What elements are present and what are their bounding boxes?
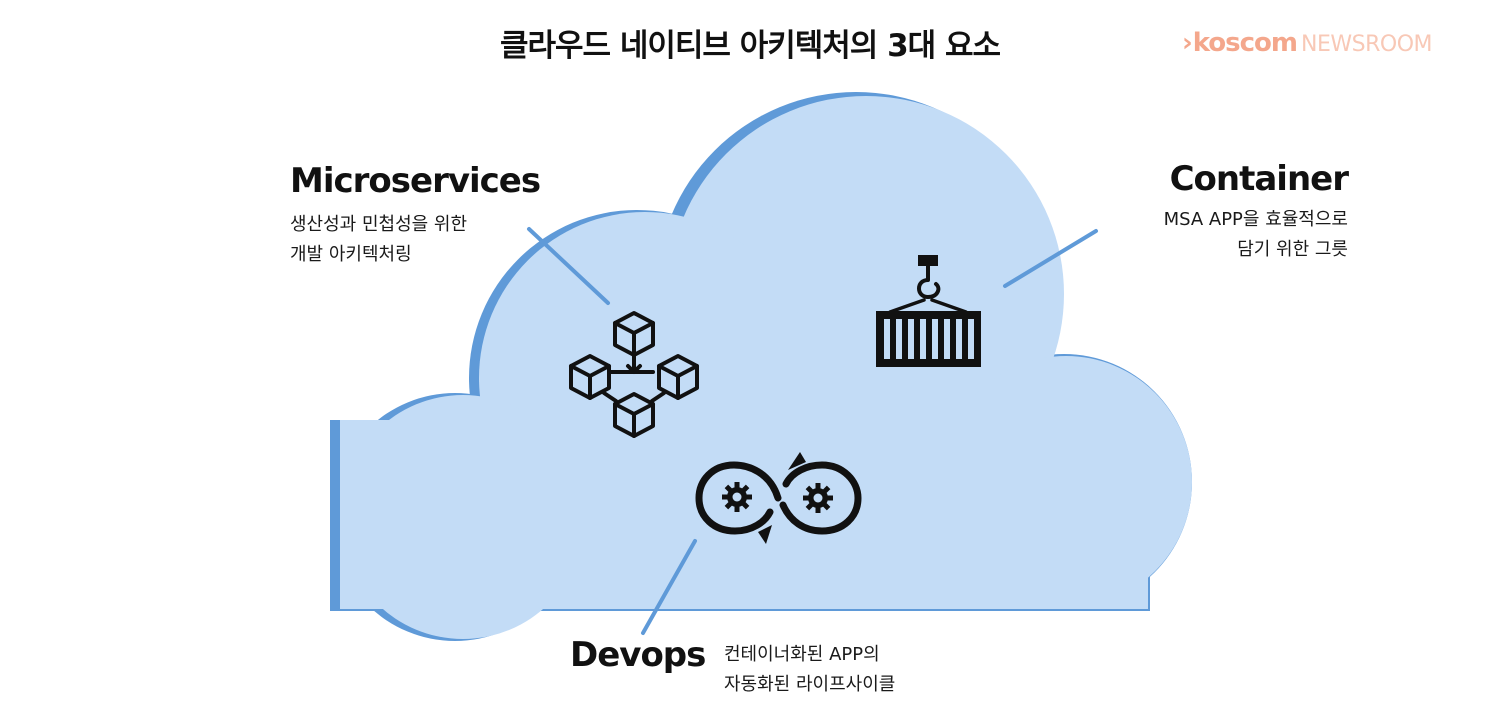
microservices-connector [527, 227, 610, 305]
description-line: 개발 아키텍처링 [290, 244, 412, 265]
devops-title: Devops [570, 635, 706, 675]
description-line: MSA APP을 효율적으로 [1163, 209, 1348, 230]
description-line: 생산성과 민첩성을 위한 [290, 214, 468, 235]
description-line: 컨테이너화된 APP의 [724, 644, 880, 665]
cloud-shape [330, 92, 1192, 641]
container-description: MSA APP을 효율적으로 담기 위한 그릇 [1088, 205, 1348, 265]
logo-brand: koscom [1192, 28, 1298, 58]
logo-chevron: › [1182, 28, 1193, 58]
description-line: 자동화된 라이프사이클 [724, 674, 896, 695]
description-line: 담기 위한 그릇 [1237, 239, 1348, 260]
container-title: Container [1169, 159, 1349, 199]
microservices-title: Microservices [290, 161, 541, 201]
microservices-description: 생산성과 민첩성을 위한 개발 아키텍처링 [290, 210, 530, 270]
cube-network-icon [569, 311, 699, 438]
devops-connector [641, 539, 697, 635]
diagram-title: 클라우드 네이티브 아키텍처의 3대 요소 [499, 28, 1001, 64]
logo-suffix: NEWSROOM [1301, 32, 1432, 57]
infinity-gears-icon [695, 452, 862, 544]
container-connector [1003, 229, 1098, 288]
devops-description: 컨테이너화된 APP의 자동화된 라이프사이클 [724, 640, 964, 700]
crane-container-icon [876, 255, 981, 367]
